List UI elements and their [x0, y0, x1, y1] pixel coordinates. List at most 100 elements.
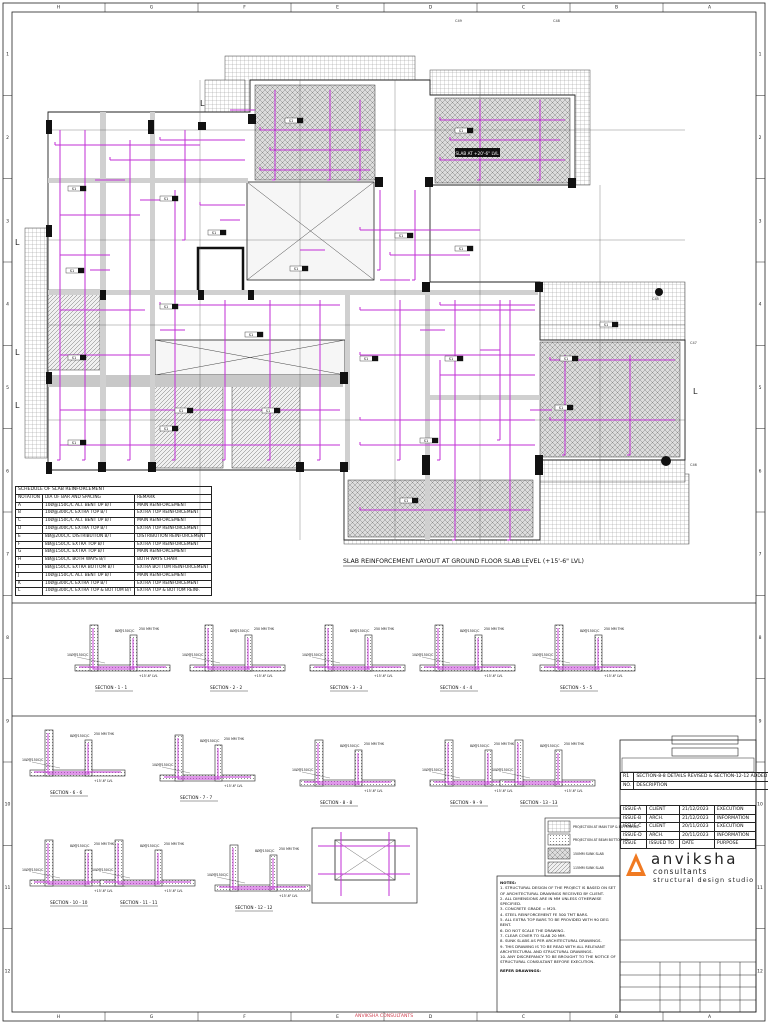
svg-text:S1: S1 — [559, 406, 563, 410]
bar-label: 8Ø@150C/C — [115, 628, 135, 633]
bar-label: 10Ø@150C/C — [532, 652, 554, 657]
grid-row-12: 12 — [757, 968, 763, 974]
legend-label-2: PROJECTION AT BEAM BOTTOM LVL — [573, 838, 629, 842]
level-label: +15'-6" LVL — [94, 779, 113, 783]
grid-row-2: 2 — [759, 135, 762, 141]
grid-col-A: A — [708, 1014, 712, 1020]
grid-row-3: 3 — [6, 218, 9, 224]
issue-cell: ISSUE-A — [619, 805, 648, 815]
wall-label: 250 MM THK — [484, 627, 505, 631]
schedule-header: NOTATION — [15, 493, 43, 503]
issue-header: ISSUED TO — [646, 839, 681, 849]
note-item: 5. ALL EXTRA TOP BARS TO BE PROVIDED WIT… — [500, 917, 609, 928]
wall-label: 250 MM THK — [139, 627, 160, 631]
svg-text:S1: S1 — [449, 357, 453, 361]
bar-label: 10Ø@150C/C — [67, 652, 89, 657]
schedule-cell: 8Ø@200C/C DISTRIBUTION B/T — [41, 532, 136, 542]
svg-text:S1: S1 — [212, 231, 216, 235]
svg-text:L: L — [15, 401, 20, 410]
schedule-cell: G — [15, 548, 43, 558]
schedule-cell: 10Ø@300C/C EXTRA TOP B/T — [41, 524, 136, 534]
svg-text:L: L — [693, 387, 698, 396]
note-item: 10. ANY DISCREPANCY TO BE BROUGHT TO THE… — [500, 954, 616, 965]
issue-cell: ISSUE-D — [619, 830, 648, 841]
company-name: anviksha — [651, 850, 738, 868]
issue-cell: 20/11/2023 — [679, 830, 715, 841]
issue-cell: EXECUTION — [713, 805, 757, 815]
grid-row-3: 3 — [759, 218, 762, 224]
grid-col-D: D — [429, 1014, 433, 1020]
grid-col-H: H — [57, 1014, 60, 1020]
grid-col-G: G — [150, 1014, 154, 1020]
grid-row-11: 11 — [5, 885, 11, 891]
grid-row-10: 10 — [757, 802, 763, 808]
schedule-cell: I — [15, 563, 43, 573]
grid-row-8: 8 — [759, 635, 762, 641]
section-label: SECTION - 3 - 3 — [330, 685, 362, 690]
title-block-frame — [496, 735, 757, 1013]
section-label: SECTION - 1 - 1 — [95, 685, 127, 690]
svg-text:L: L — [200, 99, 205, 108]
grid-row-1: 1 — [6, 52, 9, 58]
grid-col-G: G — [150, 5, 154, 11]
issue-header: ISSUE — [619, 839, 648, 849]
section-label: SECTION - 13 - 13 — [520, 800, 558, 805]
section-label: SECTION - 6 - 6 — [50, 790, 82, 795]
schedule-cell: 8Ø@150C/C EXTRA TOP B/T — [41, 540, 136, 550]
schedule-cell: MAIN REINFORCEMENT — [134, 548, 213, 558]
wall-label: 250 MM THK — [494, 742, 515, 746]
issue-cell: EXECUTION — [713, 822, 757, 832]
grid-col-F: F — [243, 5, 246, 11]
svg-text:L: L — [15, 238, 20, 247]
grid-col-E: E — [336, 1014, 339, 1020]
svg-text:C47: C47 — [690, 341, 697, 345]
bar-label: 8Ø@150C/C — [350, 628, 370, 633]
legend: PROJECTION AT MAIN TOP & BOTTOM LVLPROJE… — [544, 817, 639, 877]
schedule-cell: C — [15, 517, 43, 526]
issue-cell: ISSUE-B — [619, 813, 648, 824]
schedule-cell: MAIN REINFORCEMENT — [134, 517, 213, 526]
inner-slab-label: SLAB AT +20'-6" LVL — [455, 151, 499, 156]
wall-label: 250 MM THK — [279, 847, 300, 851]
wall-label: 250 MM THK — [564, 742, 585, 746]
schedule-cell: 10Ø@300C/C EXTRA TOP B/T — [41, 509, 136, 519]
schedule-cell: L — [15, 587, 43, 597]
schedule-header: REMARK — [134, 493, 213, 503]
note-item: 4. STEEL REINFORCEMENT FE 500 TMT BARS. — [500, 911, 589, 917]
bar-label: 8Ø@150C/C — [70, 733, 90, 738]
grid-row-5: 5 — [759, 385, 762, 391]
level-label: +15'-6" LVL — [224, 784, 243, 788]
section-label: SECTION - 7 - 7 — [180, 795, 212, 800]
svg-text:S1: S1 — [459, 129, 463, 133]
schedule-cell: J — [15, 571, 43, 581]
svg-text:S1: S1 — [164, 197, 168, 201]
grid-col-D: D — [429, 5, 433, 11]
schedule-cell: B — [15, 509, 43, 519]
level-label: +15'-6" LVL — [279, 894, 298, 898]
grid-col-C: C — [522, 5, 525, 11]
note-item: 9. THIS DRAWING IS TO BE READ WITH ALL R… — [500, 943, 606, 954]
schedule-cell: MAIN REINFORCEMENT — [134, 501, 213, 511]
bar-label: 10Ø@150C/C — [22, 757, 44, 762]
note-item: 2. ALL DIMENSIONS ARE IN MM UNLESS OTHER… — [500, 895, 602, 907]
bar-label: 8Ø@150C/C — [580, 628, 600, 633]
svg-text:C46: C46 — [690, 463, 697, 467]
schedule-cell: E — [15, 532, 43, 542]
bar-label: 10Ø@150C/C — [152, 762, 174, 767]
grid-row-10: 10 — [5, 802, 11, 808]
schedule-cell: 8Ø@150C/C EXTRA TOP B/T — [41, 548, 136, 558]
